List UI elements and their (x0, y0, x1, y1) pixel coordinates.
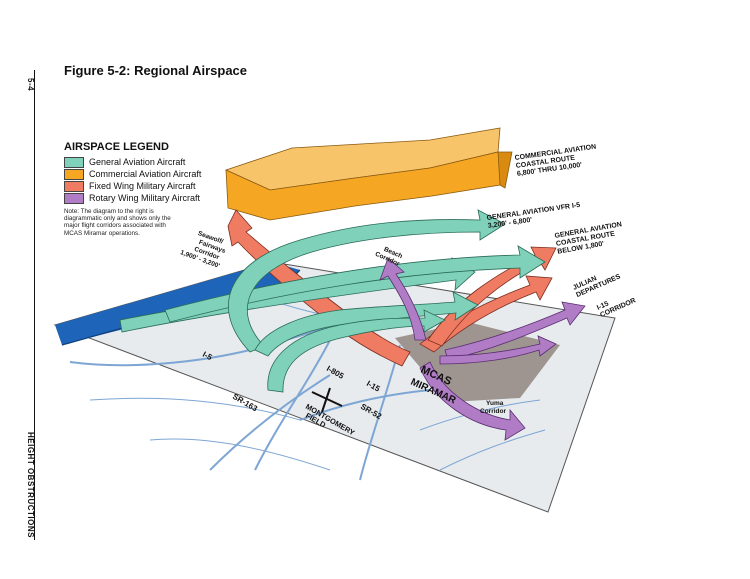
legend-swatch-fixed-wing (64, 180, 84, 192)
rotary-yuma (419, 361, 526, 441)
figure-title: Figure 5-2: Regional Airspace (64, 63, 248, 78)
julian-label: JULIAN DEPARTURES (572, 273, 622, 299)
commercial-arrow-head (497, 151, 513, 189)
legend-item-commercial-aviation: Commercial Aviation Aircraft (64, 168, 234, 180)
i15-corridor-label: I-15 CORRIDOR (596, 297, 637, 319)
legend-swatch-rotary (64, 192, 84, 204)
road-label-i5: I-5 (201, 350, 214, 363)
road-sr52 (299, 389, 431, 421)
ga-sweep-outer (228, 209, 506, 353)
seawolf-label: Seawolf/ Fairways Corridor 1,900' - 3,20… (179, 230, 227, 270)
legend-label: Commercial Aviation Aircraft (89, 169, 202, 179)
legend-title: AIRSPACE LEGEND (64, 141, 169, 153)
road-minor-4 (439, 429, 546, 471)
svg-text:GENERAL AVIATION VFR I-5: GENERAL AVIATION VFR I-5 (486, 202, 580, 222)
legend-note: Note: The diagram to the right is diagra… (64, 208, 171, 237)
rotary-beach (379, 257, 427, 341)
road-minor-2 (149, 438, 331, 471)
legend-label: Fixed Wing Military Aircraft (89, 181, 196, 191)
legend-label: General Aviation Aircraft (89, 157, 186, 167)
montgomery-airport-icon (311, 387, 343, 413)
yuma-corridor-label: Yuma Corridor (480, 400, 506, 415)
svg-text:Yuma: Yuma (486, 400, 504, 407)
legend-label: Rotary Wing Military Aircraft (89, 193, 201, 203)
airspace-legend: AIRSPACE LEGEND General Aviation Aircraf… (64, 141, 234, 237)
road-i805 (254, 339, 331, 471)
legend-item-fixed-wing: Fixed Wing Military Aircraft (64, 180, 234, 192)
ga-vfr-arrow (164, 245, 546, 323)
rotary-i15-lower (439, 335, 557, 365)
legend-swatch-ga (64, 156, 84, 168)
general-aviation-corridors (119, 209, 546, 393)
legend-item-rotary-wing: Rotary Wing Military Aircraft (64, 192, 234, 204)
road-sr163 (209, 374, 331, 471)
svg-text:I-15: I-15 (596, 300, 610, 311)
ga-coastal-label: GENERAL AVIATION COASTAL ROUTE BELOW 1,8… (554, 221, 622, 255)
road-minor-1 (89, 397, 301, 421)
ga-vfr-label: GENERAL AVIATION VFR I-5 3,200' - 6,800' (486, 202, 580, 230)
legend-swatch-commercial (64, 168, 84, 180)
commercial-route-label: COMMERCIAL AVIATION COASTAL ROUTE 6,800'… (514, 144, 596, 178)
land-base (53, 261, 616, 513)
legend-item-general-aviation: General Aviation Aircraft (64, 156, 234, 168)
ga-sweep-lower (267, 309, 446, 393)
page-side-rule (24, 70, 35, 540)
svg-text:Corridor: Corridor (480, 408, 506, 415)
ga-sweep-inner (254, 291, 479, 357)
rotary-i15 (444, 301, 586, 361)
rotary-wing-corridors (379, 257, 586, 441)
commercial-aviation-arrow (224, 127, 513, 221)
